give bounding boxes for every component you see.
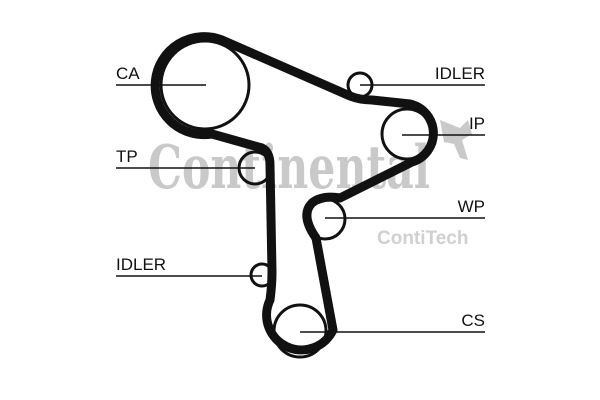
contitech-watermark: ContiTech [377, 228, 468, 249]
horse-logo-icon [440, 120, 472, 160]
timing-belt [150, 32, 438, 355]
label-idler-top: IDLER [435, 64, 485, 83]
label-idler-bottom: IDLER [116, 255, 166, 274]
leader-lines [116, 84, 485, 333]
label-wp: WP [458, 197, 485, 216]
label-ca: CA [116, 64, 140, 83]
label-cs: CS [461, 311, 485, 330]
label-ip: IP [469, 114, 485, 133]
label-tp: TP [116, 147, 138, 166]
